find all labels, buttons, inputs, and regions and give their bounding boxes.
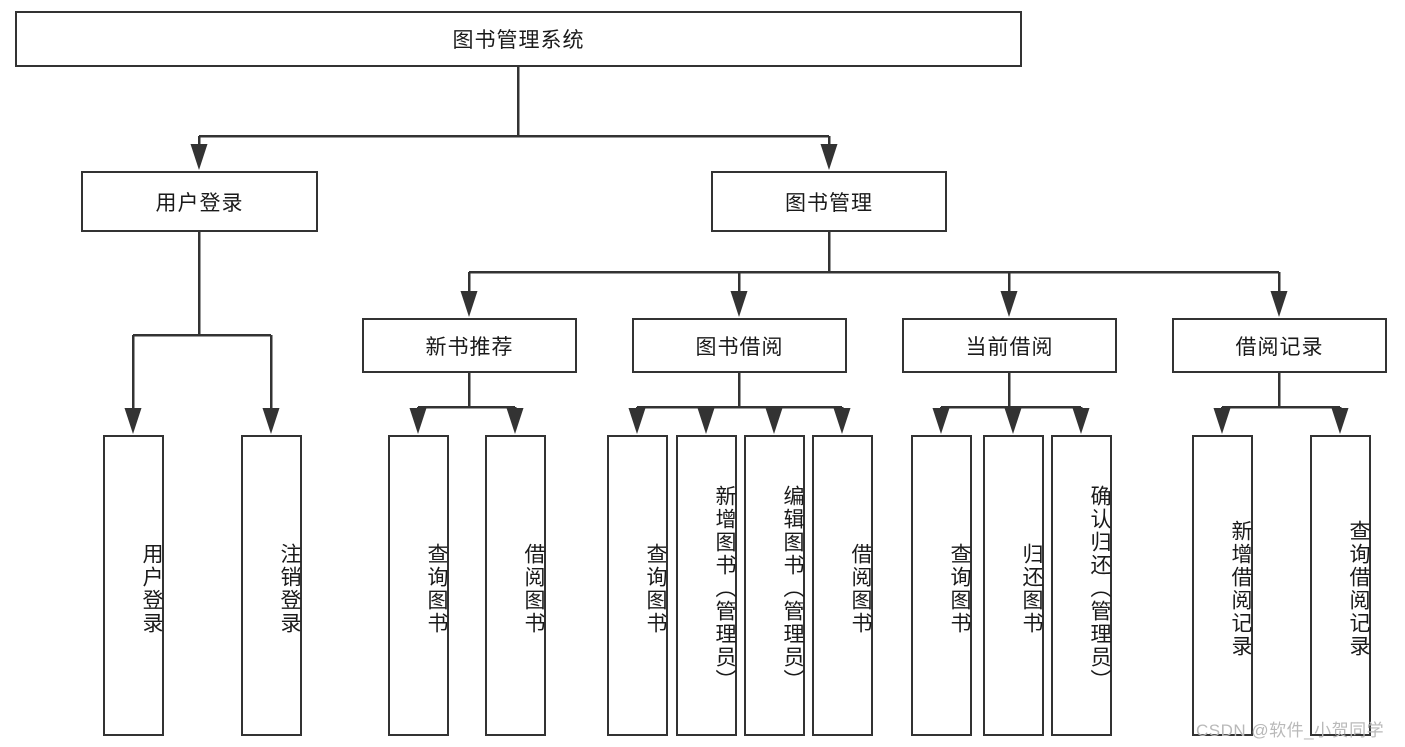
arrowhead-icon (730, 291, 748, 317)
node-label: 图书管理 (785, 191, 873, 215)
arrowhead-icon (1270, 291, 1288, 317)
arrowhead-icon (460, 291, 478, 317)
node-leaf_nbr_query: 查询图书 (388, 435, 449, 736)
node-label: 编辑图书（管理员） (781, 485, 804, 692)
node-leaf_br_add: 新增借阅记录 (1192, 435, 1253, 736)
arrowhead-icon (1000, 291, 1018, 317)
node-leaf_bb_borrow: 借阅图书 (812, 435, 873, 736)
node-label: 新增图书（管理员） (713, 485, 736, 692)
arrowhead-icon (833, 408, 851, 434)
node-root: 图书管理系统 (15, 11, 1022, 67)
arrowhead-icon (190, 144, 208, 170)
node-label: 归还图书 (1020, 542, 1043, 635)
node-label: 当前借阅 (965, 335, 1054, 359)
arrowhead-icon (262, 408, 280, 434)
node-label: 确认归还（管理员） (1088, 485, 1111, 692)
node-leaf_cb_query: 查询图书 (911, 435, 972, 736)
node-label: 新增借阅记录 (1229, 519, 1252, 658)
arrowhead-icon (506, 408, 524, 434)
node-label: 用户登录 (155, 191, 244, 215)
node-label: 查询图书 (948, 542, 971, 635)
node-label: 图书管理系统 (452, 29, 585, 52)
node-label: 借阅图书 (849, 542, 872, 635)
arrowhead-icon (820, 144, 838, 170)
node-leaf_cb_return: 归还图书 (983, 435, 1044, 736)
arrowhead-icon (932, 408, 950, 434)
node-label: 查询借阅记录 (1347, 519, 1370, 658)
node-label: 用户登录 (140, 542, 163, 635)
node-label: 图书借阅 (695, 335, 784, 359)
watermark: CSDN @软件_小贺同学 (1196, 721, 1385, 740)
node-new_book_rec: 新书推荐 (362, 318, 577, 373)
arrowhead-icon (1331, 408, 1349, 434)
node-label: 查询图书 (644, 542, 667, 635)
node-leaf_cb_confirm: 确认归还（管理员） (1051, 435, 1112, 736)
node-book_mgmt: 图书管理 (711, 171, 947, 232)
node-leaf_user_login: 用户登录 (103, 435, 164, 736)
node-label: 查询图书 (425, 542, 448, 635)
arrowhead-icon (628, 408, 646, 434)
node-current_borrow: 当前借阅 (902, 318, 1117, 373)
node-label: 新书推荐 (425, 335, 514, 359)
node-book_borrow: 图书借阅 (632, 318, 847, 373)
node-label: 注销登录 (278, 542, 301, 635)
arrowhead-icon (1072, 408, 1090, 434)
node-leaf_user_logout: 注销登录 (241, 435, 302, 736)
node-label: 借阅图书 (522, 542, 545, 635)
node-leaf_bb_query: 查询图书 (607, 435, 668, 736)
node-borrow_record: 借阅记录 (1172, 318, 1387, 373)
node-leaf_nbr_borrow: 借阅图书 (485, 435, 546, 736)
node-leaf_bb_add: 新增图书（管理员） (676, 435, 737, 736)
node-leaf_br_query: 查询借阅记录 (1310, 435, 1371, 736)
arrowhead-icon (765, 408, 783, 434)
arrowhead-icon (697, 408, 715, 434)
arrowhead-icon (1004, 408, 1022, 434)
arrowhead-icon (409, 408, 427, 434)
node-user_login: 用户登录 (81, 171, 318, 232)
node-leaf_bb_edit: 编辑图书（管理员） (744, 435, 805, 736)
arrowhead-icon (124, 408, 142, 434)
arrowhead-icon (1213, 408, 1231, 434)
node-label: 借阅记录 (1235, 335, 1324, 359)
